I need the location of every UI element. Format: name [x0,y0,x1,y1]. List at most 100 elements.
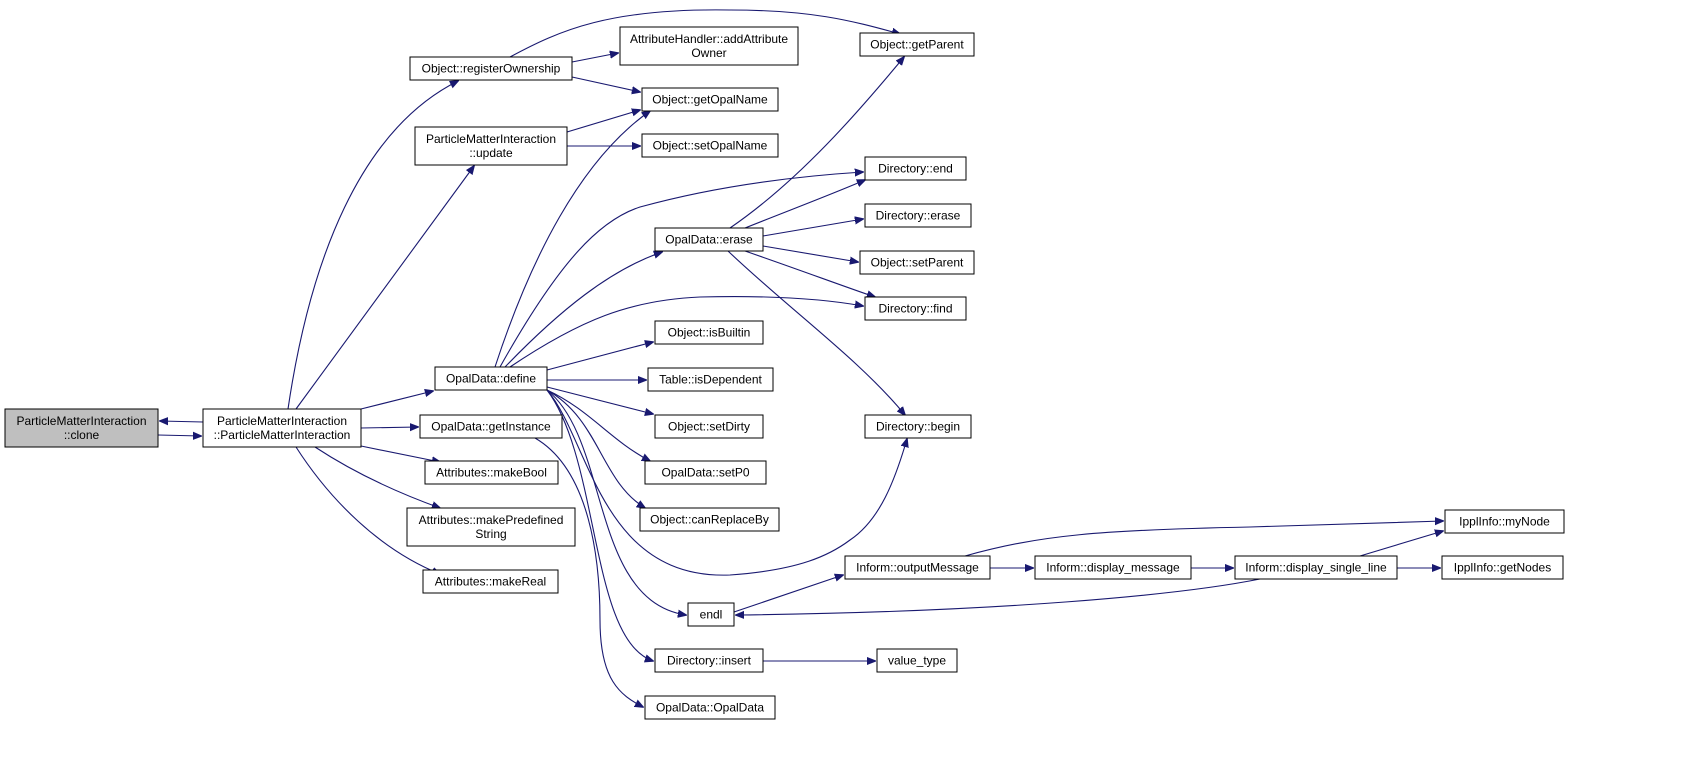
node-box [864,203,972,228]
node-pmi-update[interactable]: ParticleMatterInteraction::update [414,126,568,166]
edge-line [546,386,653,414]
edge-opal_define-to-obj_setdirty [546,386,653,414]
edge-opal_define-to-obj_isbuiltin [546,342,653,371]
node-value-type[interactable]: value_type [876,648,958,673]
node-box [639,507,780,532]
edge-inform_dispsingle-to-endl [736,578,1261,615]
node-ippl-mynode[interactable]: IpplInfo::myNode [1444,509,1565,534]
node-label: Object::getParent [870,38,964,52]
edge-pmi_ctor-to-attr_makepredef [314,446,440,508]
node-box [641,133,779,158]
edge-opal_erase-to-dir_find [744,250,875,297]
edge-line [964,521,1443,557]
node-label: endl [700,608,723,622]
edge-line [727,250,905,415]
edge-line [762,245,858,262]
node-attr-makebool[interactable]: Attributes::makeBool [424,460,559,485]
edge-opal_define-to-endl [546,389,686,615]
node-label: IpplInfo::myNode [1459,515,1550,529]
node-label: OpalData::OpalData [656,701,764,715]
edge-line [157,435,201,436]
node-label: Directory::find [878,302,952,316]
edge-line [729,57,904,229]
node-opal-erase[interactable]: OpalData::erase [654,227,764,252]
edge-inform_outmsg-to-ippl_mynode [964,521,1443,557]
edge-opal_define-to-opal_erase [504,252,662,368]
node-opal-setp0[interactable]: OpalData::setP0 [644,460,767,485]
node-obj-setparent[interactable]: Object::setParent [859,250,975,275]
edge-opal_define-to-obj_getopalname [494,111,650,368]
edge-line [733,575,843,613]
node-obj-setdirty[interactable]: Object::setDirty [654,414,764,439]
edge-obj_regown-to-obj_getparent [509,9,900,58]
node-obj-getopalname[interactable]: Object::getOpalName [641,87,779,112]
node-box [422,569,559,594]
node-label: Directory::end [878,162,953,176]
node-label: Object::canReplaceBy [650,513,769,527]
node-label: Directory::begin [876,420,960,434]
node-endl[interactable]: endl [687,602,735,627]
node-box [4,408,159,448]
node-obj-setopalname[interactable]: Object::setOpalName [641,133,779,158]
node-opal-getinst[interactable]: OpalData::getInstance [419,414,563,439]
node-table-isdep[interactable]: Table::isDependent [647,367,774,392]
node-label: Inform::display_message [1046,561,1180,575]
node-ippl-getnodes[interactable]: IpplInfo::getNodes [1441,555,1564,580]
node-label: Inform::outputMessage [856,561,979,575]
node-label: Object::setOpalName [653,139,768,153]
node-label: ParticleMatterInteraction [426,132,556,146]
edge-line [360,427,418,428]
node-dir-end[interactable]: Directory::end [864,156,967,181]
node-opal-define[interactable]: OpalData::define [434,366,548,391]
edge-obj_regown-to-attrh_addowner [571,53,618,63]
node-label: String [475,527,506,541]
edge-line [762,219,863,237]
node-label: value_type [888,654,946,668]
node-dir-erase[interactable]: Directory::erase [864,203,972,228]
node-box [864,156,967,181]
node-obj-isbuiltin[interactable]: Object::isBuiltin [654,320,764,345]
edge-line [546,342,653,371]
edge-line [736,578,1261,615]
edge-opal_getinst-to-opal_ctor [534,437,643,707]
edge-line [360,391,433,410]
node-label: Object::getOpalName [652,93,768,107]
node-label: ::clone [64,428,100,442]
node-box [647,367,774,392]
edge-line [546,389,645,508]
node-inform-dispmsg[interactable]: Inform::display_message [1034,555,1192,580]
node-obj-regown[interactable]: Object::registerOwnership [409,56,573,81]
node-label: Attributes::makePredefined [419,513,564,527]
node-pmi-clone[interactable]: ParticleMatterInteraction::clone [4,408,159,448]
node-label: Attributes::makeReal [435,575,546,589]
node-dir-insert[interactable]: Directory::insert [654,648,764,673]
node-pmi-ctor[interactable]: ParticleMatterInteraction::ParticleMatte… [202,408,362,448]
node-dir-find[interactable]: Directory::find [864,296,967,321]
node-attr-makereal[interactable]: Attributes::makeReal [422,569,559,594]
node-obj-canreplace[interactable]: Object::canReplaceBy [639,507,780,532]
node-inform-dispsingle[interactable]: Inform::display_single_line [1234,555,1398,580]
node-label: Object::registerOwnership [422,62,561,76]
edge-opal_define-to-obj_canreplace [546,389,645,508]
node-box [644,460,767,485]
node-box [641,87,779,112]
node-box [619,26,799,66]
node-box [864,414,972,439]
edge-line [499,172,863,368]
node-dir-begin[interactable]: Directory::begin [864,414,972,439]
node-inform-outmsg[interactable]: Inform::outputMessage [844,555,991,580]
edge-line [160,421,204,422]
edge-opal_erase-to-obj_setparent [762,245,858,262]
node-label: Object::setParent [871,256,964,270]
node-label: ParticleMatterInteraction [217,414,347,428]
edge-inform_dispsingle-to-ippl_mynode [1359,531,1443,557]
edge-line [546,389,907,576]
edge-endl-to-inform_outmsg [733,575,843,613]
node-opal-ctor[interactable]: OpalData::OpalData [644,695,776,720]
node-obj-getparent[interactable]: Object::getParent [859,32,975,57]
edge-pmi_update-to-obj_getopalname [566,110,640,133]
node-box [202,408,362,448]
